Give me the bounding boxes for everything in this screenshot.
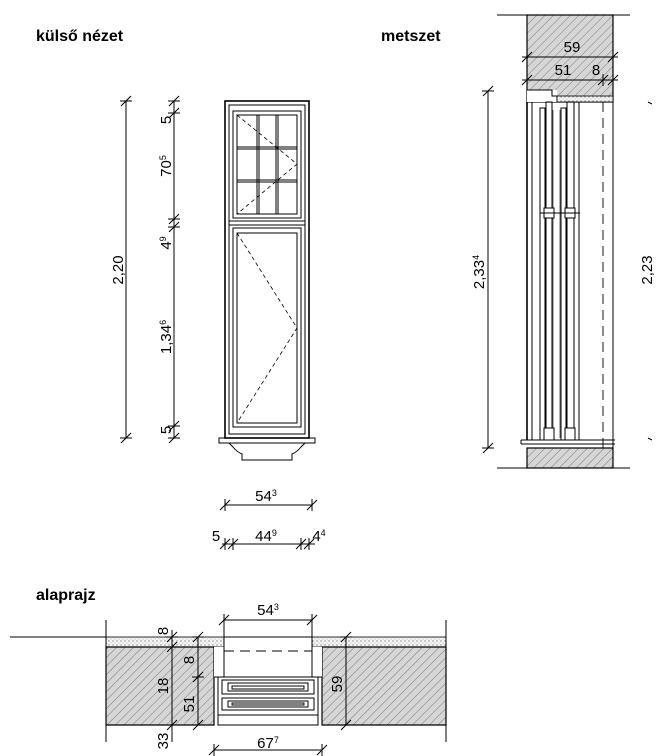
- dimension-tick-icon: [120, 432, 132, 444]
- reveal-label: 8: [181, 656, 198, 664]
- wall-hatch-pattern: [526, 14, 614, 103]
- elevation-view: 2,20 5 705 49 1,346 5: [110, 95, 326, 550]
- glass-width-label: 449: [255, 528, 277, 545]
- left-frame-label: 5: [212, 528, 220, 545]
- total-height-label: 2,20: [110, 255, 127, 284]
- opening-height-label: 2,334: [471, 255, 488, 289]
- overall-width-label: 543: [255, 488, 277, 505]
- lower-sash-label: 1,346: [158, 320, 175, 354]
- elevation-title: külső nézet: [36, 28, 124, 45]
- upper-sash-label: 705: [158, 155, 175, 177]
- right-frame-label: 44: [312, 528, 325, 545]
- wall-outer-label: 8: [592, 62, 600, 79]
- bottom-frame-label: 5: [158, 426, 175, 434]
- transom-label: 49: [158, 236, 175, 249]
- section-view: 59 51 8 2,334: [471, 14, 656, 469]
- plan-view: 543 8 18 33 8 51 59 6: [10, 602, 447, 756]
- plan-opening-width-label: 543: [257, 602, 279, 619]
- bottom-left-label: 33: [155, 733, 172, 750]
- frame-depth-label: 51: [181, 696, 198, 713]
- top-frame-label: 5: [158, 116, 175, 124]
- plaster-label: 8: [155, 627, 172, 635]
- inner-height-label: 2,23: [639, 255, 656, 284]
- depth-left-label: 18: [155, 678, 172, 695]
- sash-opening-icon: [236, 114, 298, 215]
- wall-hatch-pattern: [526, 447, 614, 469]
- section-title: metszet: [381, 28, 441, 45]
- wall-total-label: 59: [564, 39, 581, 56]
- wall-depth-label: 59: [329, 676, 346, 693]
- wall-main-label: 51: [555, 62, 572, 79]
- sash-opening-icon: [236, 232, 298, 424]
- inner-width-label: 677: [257, 735, 279, 752]
- plan-title: alaprajz: [36, 587, 96, 604]
- dimension-tick-icon: [120, 95, 132, 107]
